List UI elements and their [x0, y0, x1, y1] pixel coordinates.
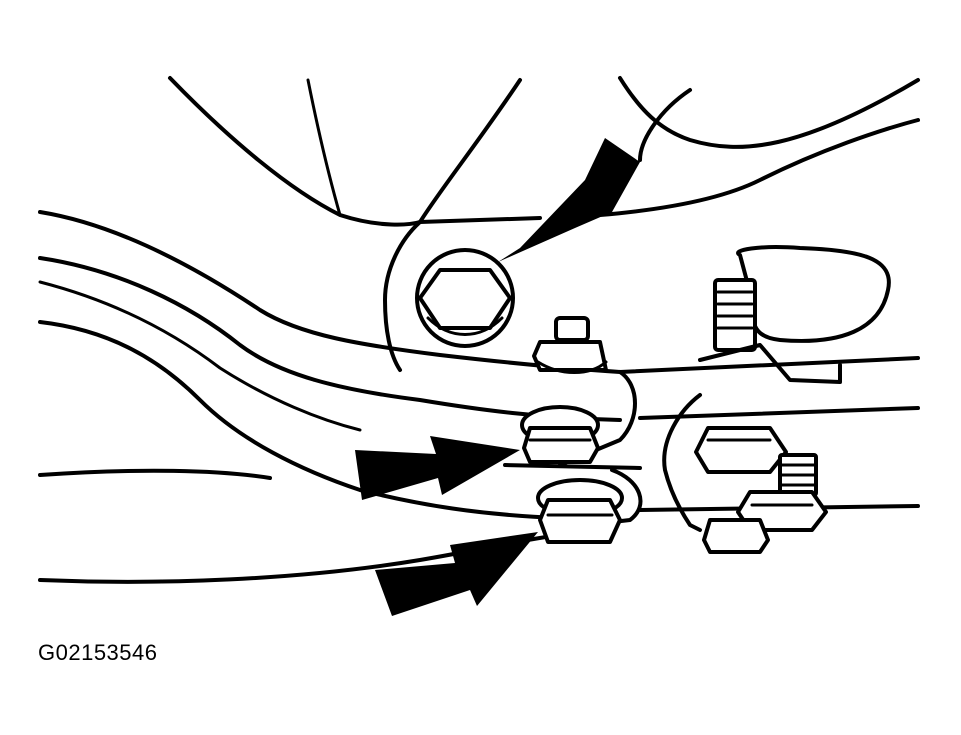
- mounting-bracket: [383, 216, 542, 372]
- arm-bolt-upper: [520, 405, 600, 464]
- callout-arrow-upper: [498, 138, 640, 262]
- callout-arrow-lower: [375, 532, 538, 616]
- arm-bolt-lower: [536, 478, 624, 544]
- figure-id-label: G02153546: [38, 640, 158, 665]
- callout-arrow-middle: [355, 436, 520, 500]
- middle-stud-nut: [532, 316, 608, 374]
- callout-arrows: [355, 138, 640, 616]
- right-knuckle: [662, 245, 891, 554]
- control-arm: [38, 210, 920, 584]
- upper-body-outline: [168, 76, 920, 227]
- upper-mount-bolt: [415, 248, 515, 348]
